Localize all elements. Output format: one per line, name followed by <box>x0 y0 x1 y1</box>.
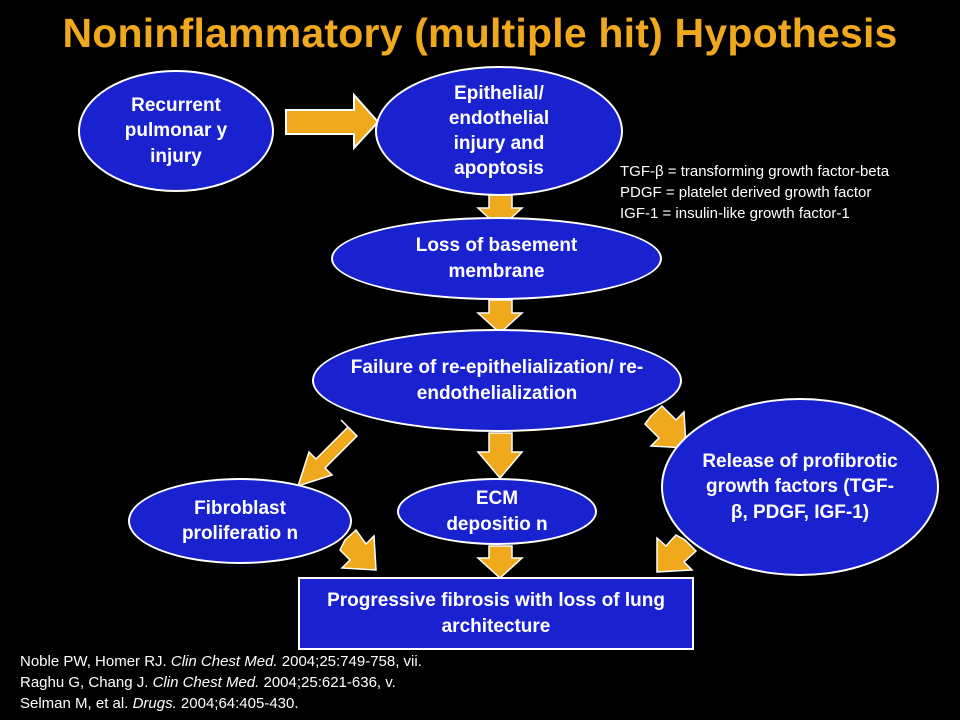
node-label: Progressive fibrosis with loss of lung a… <box>327 589 665 637</box>
slide-title: Noninflammatory (multiple hit) Hypothesi… <box>62 10 898 56</box>
node-label: Recurrent pulmonar y injury <box>124 95 228 167</box>
abbreviation-line: TGF-β = transforming growth factor-beta <box>620 163 890 180</box>
abbreviation-line: IGF-1 = insulin-like growth factor-1 <box>620 205 850 222</box>
node-label: Loss of basement membrane <box>415 235 578 282</box>
node-label: Failure of re-epithelialization/ re-endo… <box>350 357 644 404</box>
node-label: Release of profibrotic growth factors (T… <box>702 451 898 523</box>
reference-line: Noble PW, Homer RJ. Clin Chest Med. 2004… <box>20 651 422 672</box>
reference-details: 2004;25:621-636, v. <box>263 674 396 691</box>
abbreviation-line: PDGF = platelet derived growth factor <box>620 184 872 201</box>
node-label: ECM depositio n <box>446 488 548 535</box>
reference-details: 2004;25:749-758, vii. <box>281 653 422 670</box>
node-ecm-deposition: ECM depositio n <box>397 478 597 545</box>
reference-authors: Noble PW, Homer RJ. <box>20 653 167 670</box>
reference-journal: Clin Chest Med. <box>170 653 278 670</box>
node-label: Fibroblast proliferatio n <box>181 497 299 544</box>
arrow-ecm-to-progressive <box>476 545 524 580</box>
node-epithelial-endothelial-injury: Epithelial/ endothelial injury and apopt… <box>375 66 623 196</box>
arrow-basement-to-failure <box>476 299 524 335</box>
reference-line: Raghu G, Chang J. Clin Chest Med. 2004;2… <box>20 672 422 693</box>
node-progressive-fibrosis: Progressive fibrosis with loss of lung a… <box>298 577 694 650</box>
arrow-failure-to-ecm <box>476 432 524 480</box>
abbreviation-legend: TGF-β = transforming growth factor-beta … <box>620 161 889 224</box>
reference-authors: Selman M, et al. <box>20 695 129 712</box>
reference-journal: Clin Chest Med. <box>152 674 260 691</box>
reference-line: Selman M, et al. Drugs. 2004;64:405-430. <box>20 693 422 714</box>
node-loss-of-basement-membrane: Loss of basement membrane <box>331 217 662 300</box>
arrow-release-to-progressive <box>656 534 698 573</box>
node-release-of-growth-factors: Release of profibrotic growth factors (T… <box>661 398 939 576</box>
arrow-failure-to-fibroblast <box>296 419 359 488</box>
reference-details: 2004;64:405-430. <box>180 695 299 712</box>
node-label: Epithelial/ endothelial injury and apopt… <box>448 82 550 180</box>
node-fibroblast-proliferation: Fibroblast proliferatio n <box>128 478 352 564</box>
reference-authors: Raghu G, Chang J. <box>20 674 149 691</box>
node-failure-of-reepithelialization: Failure of re-epithelialization/ re-endo… <box>312 329 682 432</box>
node-recurrent-pulmonary-injury: Recurrent pulmonar y injury <box>78 70 274 192</box>
reference-journal: Drugs. <box>132 695 177 712</box>
references: Noble PW, Homer RJ. Clin Chest Med. 2004… <box>20 651 422 714</box>
arrow-fibroblast-to-progressive <box>339 528 377 571</box>
arrow-recurrent-to-epithelial <box>285 92 380 151</box>
